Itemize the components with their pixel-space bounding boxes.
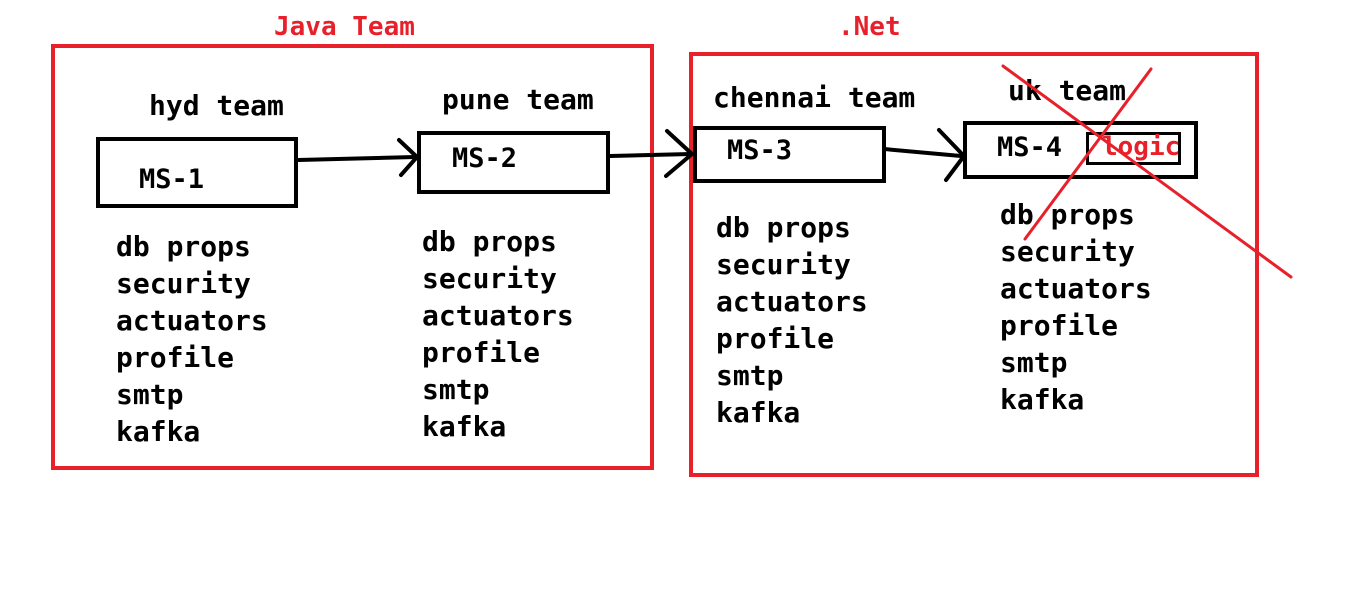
service-box-ms-2	[417, 131, 610, 194]
prop-item: db props	[422, 225, 557, 258]
prop-item: smtp	[116, 378, 184, 411]
team-label-uk: uk team	[1008, 74, 1127, 107]
prop-item: kafka	[716, 396, 801, 429]
prop-item: security	[1000, 235, 1135, 268]
group-title-java: Java Team	[274, 12, 415, 42]
service-label-ms-4: MS-4	[997, 132, 1063, 163]
prop-item: profile	[1000, 309, 1119, 342]
prop-item: security	[422, 262, 557, 295]
prop-list-uk: db props security actuators profile smtp…	[1000, 196, 1152, 418]
prop-item: db props	[716, 211, 851, 244]
prop-item: profile	[716, 322, 835, 355]
service-label-ms-3: MS-3	[727, 135, 793, 166]
prop-item: profile	[422, 336, 541, 369]
service-label-ms-2: MS-2	[452, 143, 518, 174]
prop-item: db props	[1000, 198, 1135, 231]
prop-item: kafka	[1000, 383, 1085, 416]
prop-list-pune: db props security actuators profile smtp…	[422, 223, 574, 445]
prop-item: smtp	[422, 373, 490, 406]
prop-item: profile	[116, 341, 235, 374]
prop-item: actuators	[422, 299, 574, 332]
prop-item: db props	[116, 230, 251, 263]
prop-item: actuators	[116, 304, 268, 337]
prop-item: smtp	[716, 359, 784, 392]
logic-label: logic	[1102, 132, 1181, 162]
prop-item: kafka	[422, 410, 507, 443]
group-title-dotnet: .Net	[838, 12, 901, 42]
prop-item: actuators	[1000, 272, 1152, 305]
team-label-pune: pune team	[442, 83, 594, 116]
prop-item: actuators	[716, 285, 868, 318]
service-label-ms-1: MS-1	[139, 164, 205, 195]
prop-item: security	[116, 267, 251, 300]
prop-list-chennai: db props security actuators profile smtp…	[716, 209, 868, 431]
group-box-java	[51, 44, 654, 470]
team-label-chennai: chennai team	[713, 81, 916, 114]
team-label-hyd: hyd team	[149, 89, 284, 122]
service-box-ms-1	[96, 137, 298, 208]
prop-item: security	[716, 248, 851, 281]
prop-item: kafka	[116, 415, 201, 448]
prop-item: smtp	[1000, 346, 1068, 379]
prop-list-hyd: db props security actuators profile smtp…	[116, 228, 268, 450]
